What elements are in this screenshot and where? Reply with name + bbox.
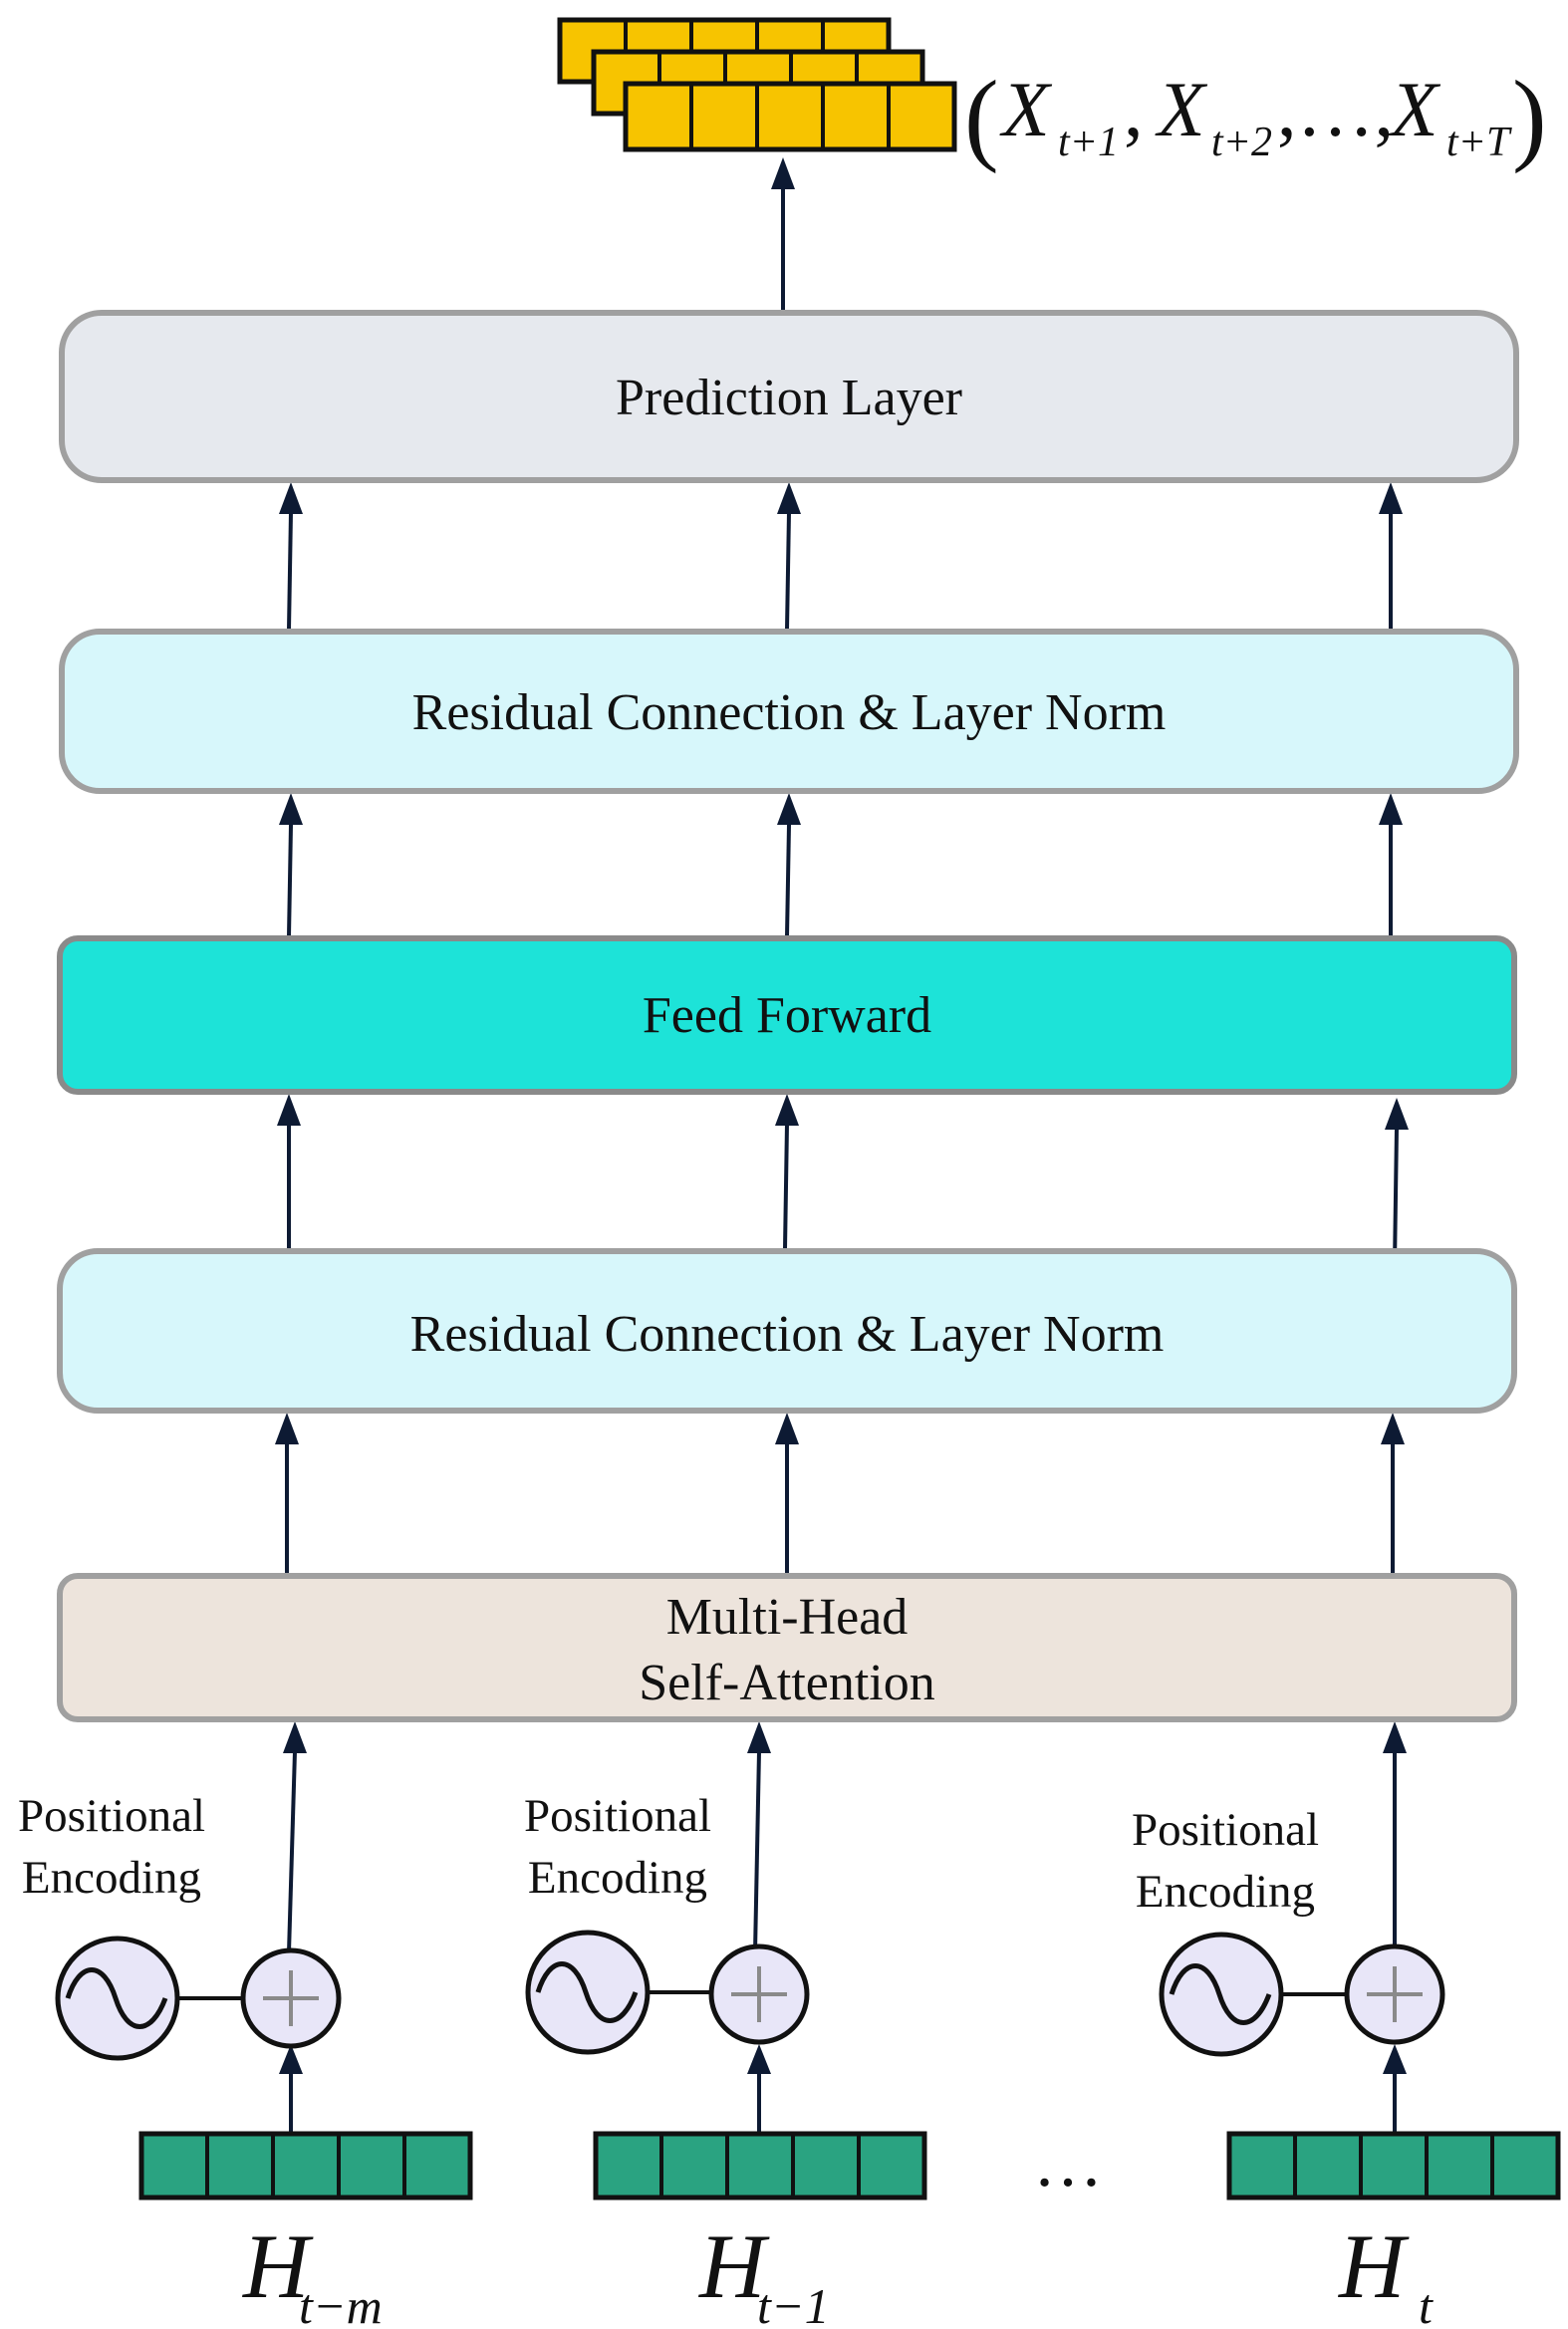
arrow-res-top-to-prediction-1 bbox=[279, 482, 303, 631]
output-open-paren: ( bbox=[964, 60, 999, 174]
feed-forward: Feed Forward bbox=[57, 935, 1517, 1095]
arrow-input-to-sum-1 bbox=[279, 2044, 303, 2132]
pe-label-3-line2: Encoding bbox=[1136, 1866, 1315, 1918]
input-subscript-2: t−1 bbox=[757, 2278, 830, 2329]
residual-layer-norm-top: Residual Connection & Layer Norm bbox=[59, 629, 1519, 794]
output-comma-1: , bbox=[1124, 66, 1144, 152]
input-vector-1 bbox=[138, 2131, 473, 2200]
output-ellipsis: ,…, bbox=[1277, 66, 1394, 152]
positional-encoding-group-3: Positional Encoding bbox=[1132, 1804, 1445, 2057]
arrow-sum-to-attn-1 bbox=[283, 1721, 307, 1953]
arrow-to-output bbox=[771, 157, 795, 311]
add-icon bbox=[708, 1943, 810, 2045]
arrow-res-top-to-prediction-3 bbox=[1379, 482, 1403, 630]
output-formula: ( X t+1 , X t+2 ,…, X t+T ) bbox=[964, 60, 1547, 174]
attention-label-line1: Multi-Head bbox=[666, 1589, 909, 1646]
input-label-3: H t bbox=[1338, 2215, 1434, 2329]
pe-label-1-line2: Encoding bbox=[22, 1852, 201, 1904]
arrows bbox=[275, 157, 1409, 2132]
arrow-attn-to-res-bottom-2 bbox=[775, 1413, 799, 1574]
output-grid-front bbox=[623, 81, 957, 152]
sine-wave-icon bbox=[1159, 1932, 1284, 2057]
arrow-ff-to-res-top-1 bbox=[279, 793, 303, 937]
output-subscript-1: t+1 bbox=[1058, 120, 1119, 165]
pe-label-2-line2: Encoding bbox=[528, 1852, 707, 1904]
arrow-attn-to-res-bottom-1 bbox=[275, 1413, 299, 1574]
residual-layer-norm-bottom: Residual Connection & Layer Norm bbox=[57, 1248, 1517, 1414]
multi-head-self-attention: Multi-Head Self-Attention bbox=[57, 1573, 1517, 1722]
output-stack bbox=[557, 17, 957, 152]
add-icon bbox=[240, 1947, 342, 2049]
input-symbol-3: H bbox=[1338, 2215, 1410, 2317]
sine-wave-icon bbox=[525, 1930, 651, 2055]
residual-top-label: Residual Connection & Layer Norm bbox=[412, 684, 1167, 741]
input-vector-3 bbox=[1226, 2131, 1561, 2200]
arrow-res-bottom-to-ff-3 bbox=[1385, 1098, 1409, 1266]
arrow-sum-to-attn-2 bbox=[747, 1721, 771, 1953]
arrow-res-top-to-prediction-2 bbox=[777, 482, 801, 631]
arrow-attn-to-res-bottom-3 bbox=[1381, 1413, 1405, 1574]
output-x2: X bbox=[1155, 66, 1208, 152]
positional-encoding-group-1: Positional Encoding bbox=[18, 1790, 342, 2061]
input-label-1: H t−m bbox=[242, 2215, 383, 2329]
sine-wave-icon bbox=[55, 1936, 180, 2061]
input-symbol-2: H bbox=[698, 2215, 770, 2317]
residual-bottom-label: Residual Connection & Layer Norm bbox=[410, 1306, 1165, 1363]
arrow-res-bottom-to-ff-1 bbox=[277, 1094, 301, 1249]
input-subscript-3: t bbox=[1419, 2278, 1434, 2329]
input-ellipsis: … bbox=[1033, 2125, 1103, 2201]
pe-label-1-line1: Positional bbox=[18, 1790, 205, 1842]
arrow-res-bottom-to-ff-2 bbox=[775, 1094, 799, 1250]
output-close-paren: ) bbox=[1512, 60, 1547, 174]
input-symbol-1: H bbox=[242, 2215, 314, 2317]
arrow-input-to-sum-2 bbox=[747, 2044, 771, 2132]
output-x1: X bbox=[999, 66, 1053, 152]
prediction-layer-label: Prediction Layer bbox=[616, 370, 962, 426]
prediction-layer: Prediction Layer bbox=[59, 310, 1519, 483]
input-label-2: H t−1 bbox=[698, 2215, 830, 2329]
output-subscript-3: t+T bbox=[1446, 120, 1512, 165]
pe-label-2-line1: Positional bbox=[524, 1790, 711, 1842]
input-vector-2 bbox=[593, 2131, 927, 2200]
output-x3: X bbox=[1388, 66, 1441, 152]
arrow-sum-to-attn-3 bbox=[1383, 1721, 1407, 1952]
input-subscript-1: t−m bbox=[299, 2278, 383, 2329]
arrow-ff-to-res-top-3 bbox=[1379, 793, 1403, 936]
arrow-ff-to-res-top-2 bbox=[777, 793, 801, 937]
positional-encoding-group-2: Positional Encoding bbox=[524, 1790, 810, 2055]
pe-label-3-line1: Positional bbox=[1132, 1804, 1319, 1856]
feed-forward-label: Feed Forward bbox=[643, 987, 931, 1044]
attention-label-line2: Self-Attention bbox=[639, 1655, 935, 1711]
add-icon bbox=[1344, 1943, 1445, 2045]
output-subscript-2: t+2 bbox=[1211, 120, 1272, 165]
arrow-input-to-sum-3 bbox=[1383, 2044, 1407, 2132]
